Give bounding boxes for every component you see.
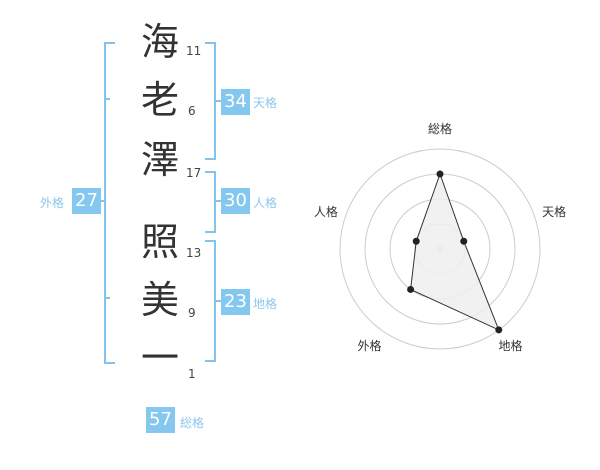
name-char-1: 海 xyxy=(140,20,179,64)
soukaku-label: 総格 xyxy=(180,416,205,430)
gaikaku-value: 27 xyxy=(72,188,101,214)
name-char-6: 一 xyxy=(140,336,179,380)
gaikaku-tick-2 xyxy=(104,297,110,299)
stroke-count-1: 11 xyxy=(186,44,202,58)
tenkaku-bracket-tick xyxy=(216,100,222,102)
gaikaku-tick-1 xyxy=(104,98,110,100)
radar-axis-label-3: 外格 xyxy=(357,338,381,353)
tenkaku-bracket xyxy=(205,42,216,160)
chikaku-label: 地格 xyxy=(253,297,278,311)
radar-point-4 xyxy=(412,237,420,245)
radar-point-1 xyxy=(460,237,468,245)
radar-point-2 xyxy=(495,326,503,334)
stroke-count-3: 17 xyxy=(186,166,202,180)
radar-axis-label-0: 総格 xyxy=(428,121,452,136)
jinkaku-label: 人格 xyxy=(253,196,278,210)
gaikaku-label: 外格 xyxy=(40,196,65,210)
tenkaku-label: 天格 xyxy=(253,96,278,110)
stroke-count-2: 6 xyxy=(188,104,196,118)
radar-ring-4 xyxy=(339,148,541,350)
radar-axis-label-4: 人格 xyxy=(314,204,338,219)
chikaku-bracket-tick xyxy=(216,300,222,302)
gaikaku-bracket-tick xyxy=(98,200,104,202)
stroke-count-5: 9 xyxy=(188,306,196,320)
name-char-3: 澤 xyxy=(140,138,179,182)
stroke-count-6: 1 xyxy=(188,367,196,381)
jinkaku-value: 30 xyxy=(221,188,250,214)
name-char-5: 美 xyxy=(140,278,179,322)
tenkaku-value: 34 xyxy=(221,89,250,115)
name-char-2: 老 xyxy=(140,78,179,122)
stroke-count-4: 13 xyxy=(186,246,202,260)
gaikaku-bracket xyxy=(104,42,115,364)
radar-data-polygon xyxy=(410,172,500,331)
radar-axis-label-2: 地格 xyxy=(499,338,523,353)
radar-point-0 xyxy=(436,170,444,178)
jinkaku-bracket xyxy=(205,171,216,233)
chikaku-bracket xyxy=(205,240,216,362)
radar-axis-label-1: 天格 xyxy=(542,204,566,219)
soukaku-value: 57 xyxy=(146,407,175,433)
name-char-4: 照 xyxy=(140,220,179,264)
radar-point-3 xyxy=(407,285,415,293)
chikaku-value: 23 xyxy=(221,289,250,315)
jinkaku-bracket-tick xyxy=(216,200,222,202)
